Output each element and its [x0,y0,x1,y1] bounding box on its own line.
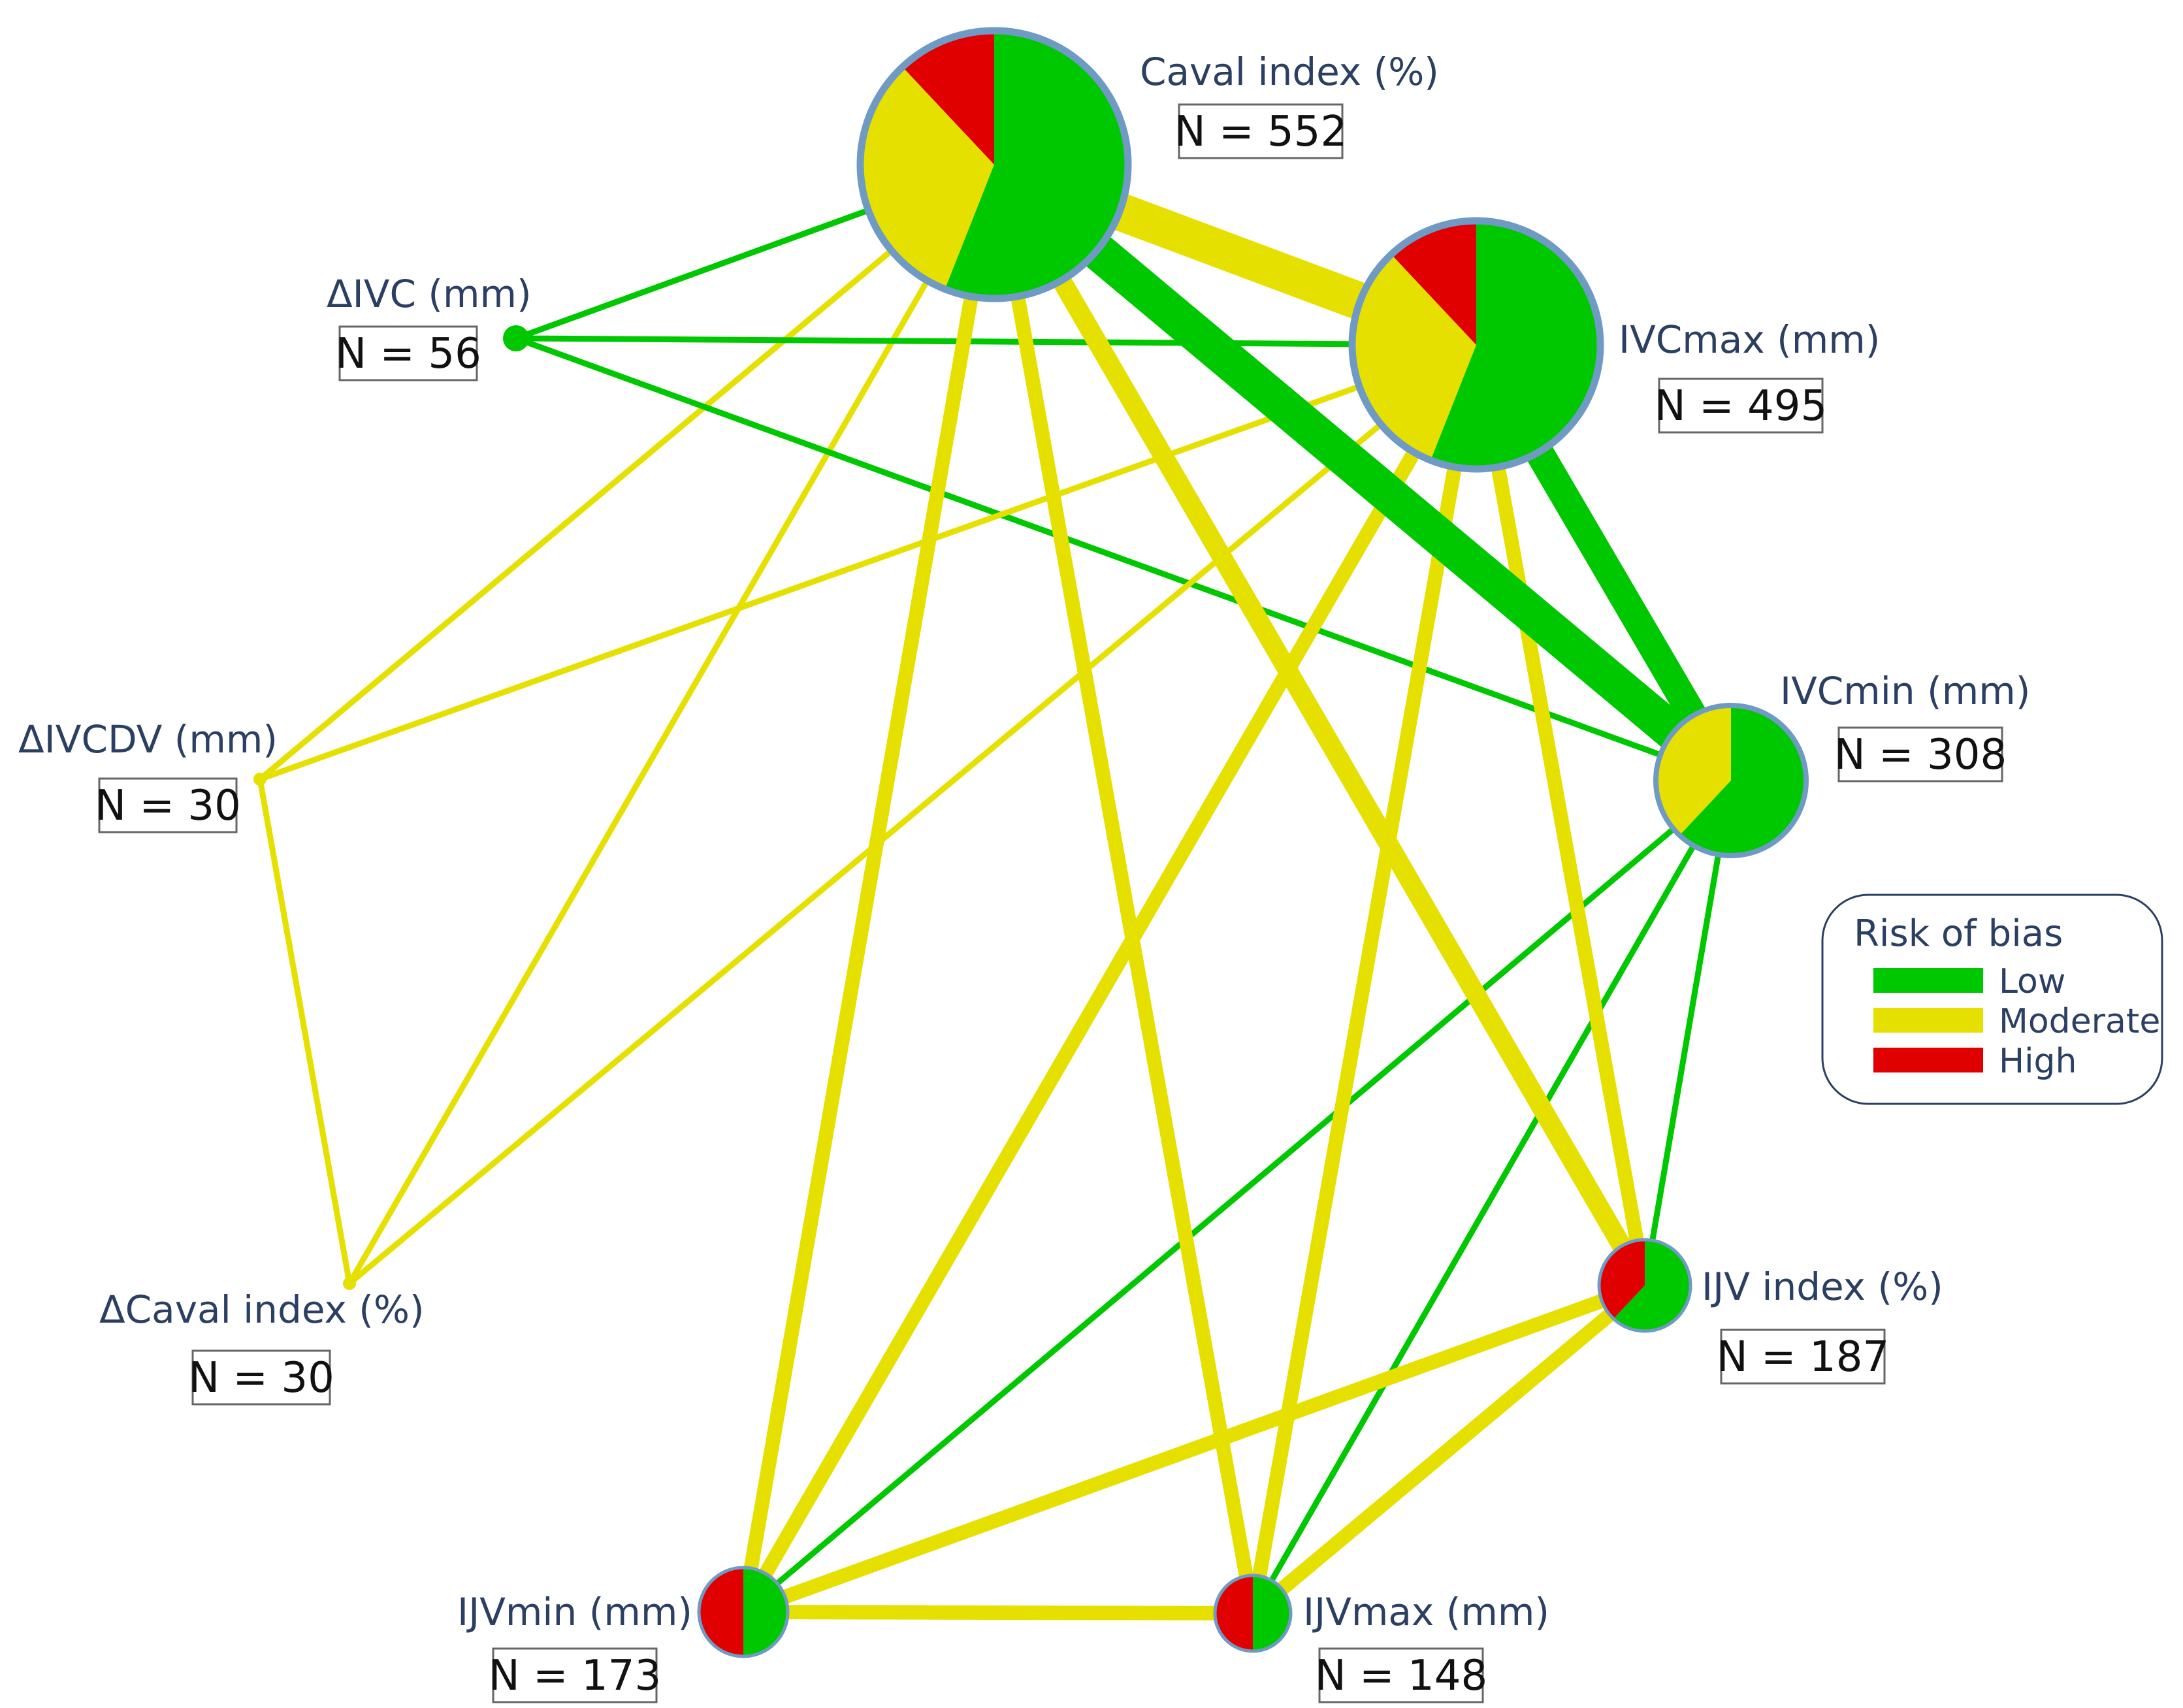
edge-caval_index-ivcmin [982,150,1743,796]
pie-slice-moderate [253,773,267,786]
pie-slice-low [945,31,1128,299]
node-divc [503,325,529,351]
edge-ivcmax-ijv_index [1469,344,1652,1287]
node-label-ivcmax: IVCmax (mm) [1619,317,1880,362]
edge-ivcmin-ijv_index [1641,780,1734,1286]
n-count-ivcmin: N = 308 [1834,731,2007,779]
n-count-ijv-index: N = 187 [1717,1333,1889,1381]
n-count-dcaval-index: N = 30 [188,1354,334,1402]
edge-ijv_index-ijvmax [1248,1280,1650,1619]
n-count-ivcmax: N = 495 [1655,382,1827,430]
node-label-dcaval-index: ΔCaval index (%) [99,1287,425,1332]
n-count-caval-index: N = 552 [1174,108,1347,156]
n-count-box [1318,1647,1484,1703]
node-caval-index [856,27,1132,302]
pie-slice-low [1431,221,1601,469]
edge-ivcmax-dcaval_index [348,342,1478,1286]
legend-swatch-moderate [1873,1008,1983,1033]
n-count-box [1837,726,2003,782]
edge-caval_index-ijv_index [986,159,1653,1291]
pie-slice-low [1679,705,1806,856]
pie-slice-low [503,325,529,351]
node-label-ivcmin: IVCmin (mm) [1780,669,2030,713]
node-ivcmin [1653,703,1809,858]
pie-slice-moderate [343,1277,356,1290]
legend-label-high: High [1999,1042,2077,1081]
edge-divc-ivcmin [515,335,1732,784]
node-label-ijv-index: IJV index (%) [1702,1265,1943,1309]
n-count-box [1658,378,1824,434]
edge-ivcmin-ijvmax [1250,779,1734,1615]
node-ijvmin [697,1566,790,1658]
node-label-ijvmax: IJVmax (mm) [1303,1590,1549,1634]
node-dcaval-index [343,1277,356,1290]
legend-label-moderate: Moderate [1999,1002,2160,1041]
n-count-divcdv: N = 30 [95,782,241,830]
n-count-box [98,777,238,833]
node-ijvmax [1213,1573,1293,1653]
edge-caval_index-ijvmin [736,163,1001,1613]
n-count-box [492,1647,658,1703]
node-ring [1348,217,1604,473]
n-count-ijvmin: N = 173 [489,1652,661,1700]
pie-slice-high [1391,221,1476,345]
node-label-caval-index: Caval index (%) [1140,50,1439,94]
pie-slice-high [902,31,994,165]
edge-divc-ivcmax [515,335,1477,348]
node-ring [1213,1573,1293,1653]
node-label-ijvmin: IJVmin (mm) [457,1590,692,1634]
pie-slice-high [1215,1575,1253,1651]
n-count-box [191,1349,331,1406]
legend-swatch-low [1873,968,1983,993]
nodes-layer [253,27,1809,1658]
node-ijv-index [1597,1238,1692,1333]
node-ring [1653,703,1809,858]
legend-swatch-high [1873,1048,1983,1072]
edge-divcdv-dcaval_index [257,779,353,1284]
n-count-box [1178,103,1344,159]
node-divcdv [253,773,267,786]
edge-caval_index-ijvmax [987,163,1260,1615]
edge-ivcmax-ijvmin [737,341,1483,1616]
n-count-box [1720,1329,1886,1385]
pie-slice-moderate [1352,254,1476,460]
legend-label-low: Low [1999,962,2065,1001]
pie-slice-low [1613,1239,1691,1331]
n-count-ijvmax: N = 148 [1315,1652,1487,1700]
edge-ijvmin-ijvmax [743,1605,1253,1620]
pie-slice-moderate [860,67,994,289]
edge-ijv_index-ijvmin [741,1278,1647,1619]
pie-slice-low [743,1568,788,1656]
edge-caval_index-divcdv [258,162,996,782]
n-count-divc: N = 56 [335,330,481,378]
edge-caval_index-dcaval_index [347,163,997,1285]
pie-slice-high [1599,1240,1645,1319]
pie-slice-low [1253,1575,1291,1651]
pie-slice-high [699,1568,743,1656]
risk-of-bias-legend: Risk of bias Low Moderate High [1821,894,2163,1105]
node-label-divc: ΔIVC (mm) [327,272,532,316]
node-ring [1597,1238,1692,1333]
node-ivcmax [1348,217,1604,473]
edge-ivcmin-ijvmin [741,778,1733,1615]
node-label-divcdv: ΔIVCDV (mm) [18,717,278,762]
node-ring [697,1566,790,1658]
pie-slice-moderate [1656,705,1731,835]
legend-title: Risk of bias [1854,912,2063,955]
node-ring [856,27,1132,302]
n-count-box [338,325,478,381]
